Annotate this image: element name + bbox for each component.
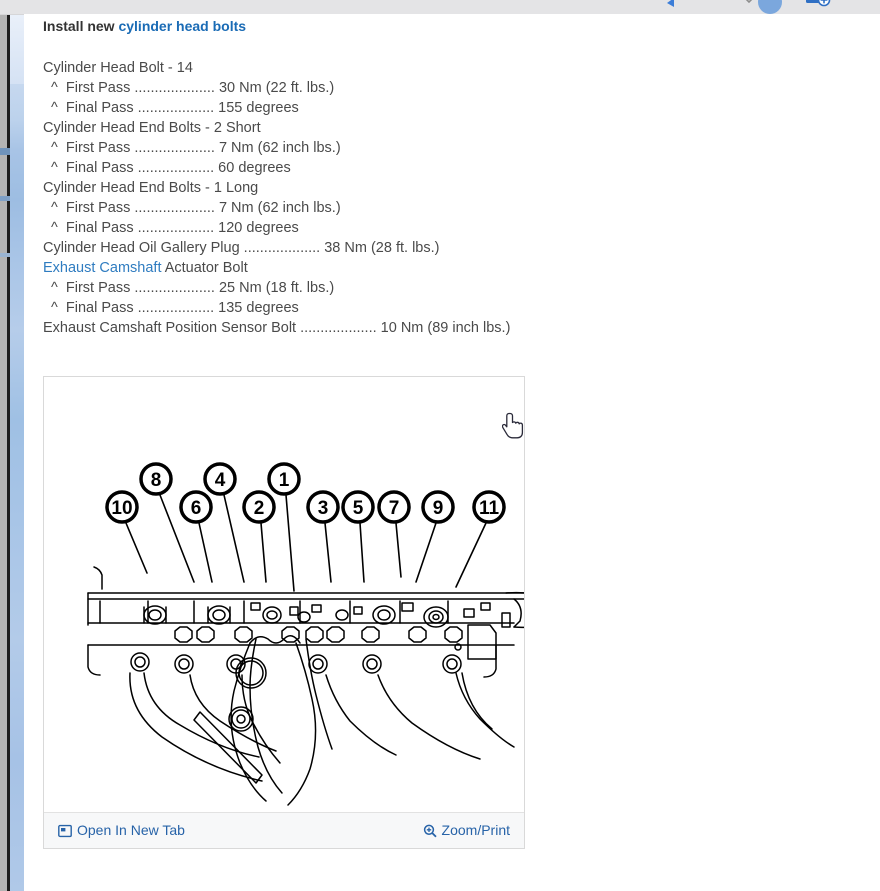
callout-1: 1 (267, 462, 301, 496)
svg-text:5: 5 (353, 498, 364, 519)
sidebar-rail-marker-1 (0, 148, 10, 155)
spec-line: ^ First Pass .................... 7 Nm (… (47, 200, 341, 216)
callout-5: 5 (341, 490, 375, 524)
page-title-link[interactable]: cylinder head bolts (118, 18, 247, 34)
open-in-new-tab-button[interactable]: Open In New Tab (58, 822, 185, 841)
zoom-print-label: Zoom/Print (441, 822, 510, 838)
callout-group: 10 8 6 4 (105, 462, 506, 524)
spec-line: ^ First Pass .................... 25 Nm … (47, 280, 335, 296)
spec-line: ^ Final Pass ................... 135 deg… (47, 300, 299, 316)
svg-text:6: 6 (191, 498, 202, 519)
figure-panel: 10 8 6 4 (43, 376, 525, 849)
back-arrow-icon[interactable] (663, 0, 677, 12)
browser-toolbar-strip (0, 0, 880, 15)
spec-line: Exhaust Camshaft Actuator Bolt (43, 258, 743, 278)
callout-4: 4 (203, 462, 237, 496)
callout-7: 7 (377, 490, 411, 524)
callout-9: 9 (421, 490, 455, 524)
page-title: Install new cylinder head bolts (43, 18, 246, 34)
svg-text:3: 3 (318, 498, 329, 519)
spec-line: ^ First Pass .................... 7 Nm (… (47, 140, 341, 156)
svg-text:2: 2 (254, 498, 265, 519)
open-in-new-tab-icon (58, 824, 72, 841)
callout-6: 6 (179, 490, 213, 524)
svg-text:11: 11 (479, 498, 500, 519)
window-left-border (7, 0, 10, 891)
open-in-new-tab-label: Open In New Tab (77, 822, 185, 838)
sidebar-rail-top-segment (10, 0, 24, 84)
spec-line: ^ Final Pass ................... 155 deg… (47, 100, 299, 116)
sidebar-collapsed-rail[interactable] (10, 0, 24, 891)
add-tab-icon[interactable] (806, 0, 832, 10)
cylinder-head-diagram: 10 8 6 4 (87, 462, 524, 806)
callout-3: 3 (306, 490, 340, 524)
chevron-down-icon[interactable] (744, 0, 754, 12)
sidebar-rail-marker-2 (0, 196, 10, 201)
sidebar-rail-marker-3 (0, 253, 10, 257)
spec-line: Cylinder Head Bolt - 14 (43, 60, 193, 76)
spec-line: ^ Final Pass ................... 60 degr… (47, 160, 291, 176)
spec-line: Cylinder Head End Bolts - 2 Short (43, 120, 261, 136)
svg-text:8: 8 (151, 470, 162, 491)
spec-line: Cylinder Head End Bolts - 1 Long (43, 180, 259, 196)
user-avatar[interactable] (758, 0, 782, 14)
svg-text:10: 10 (111, 498, 132, 519)
spec-line: Exhaust Camshaft Position Sensor Bolt ..… (43, 320, 511, 336)
spec-line-text: Actuator Bolt (161, 260, 248, 276)
svg-text:9: 9 (433, 498, 444, 519)
callout-2: 2 (242, 490, 276, 524)
callout-10: 10 (105, 490, 139, 524)
figure-image[interactable]: 10 8 6 4 (44, 377, 524, 813)
callout-11: 11 (472, 490, 506, 524)
torque-spec-list: Cylinder Head Bolt - 14 ^ First Pass ...… (43, 58, 743, 338)
spec-line: Cylinder Head Oil Gallery Plug .........… (43, 240, 440, 256)
zoom-print-button[interactable]: Zoom/Print (423, 822, 510, 841)
spec-line: ^ First Pass .................... 30 Nm … (47, 80, 335, 96)
magnifier-plus-icon (423, 824, 437, 841)
document-content-area: Install new cylinder head bolts Cylinder… (24, 14, 880, 891)
page-title-prefix: Install new (43, 18, 119, 34)
figure-toolbar: Open In New Tab Zoom/Print (44, 812, 524, 848)
svg-text:4: 4 (215, 470, 226, 491)
window-left-gutter (0, 0, 7, 891)
svg-text:7: 7 (389, 498, 400, 519)
svg-text:1: 1 (279, 470, 290, 491)
spec-line: ^ Final Pass ................... 120 deg… (47, 220, 299, 236)
spec-line-link[interactable]: Exhaust Camshaft (43, 260, 162, 276)
callout-8: 8 (139, 462, 173, 496)
